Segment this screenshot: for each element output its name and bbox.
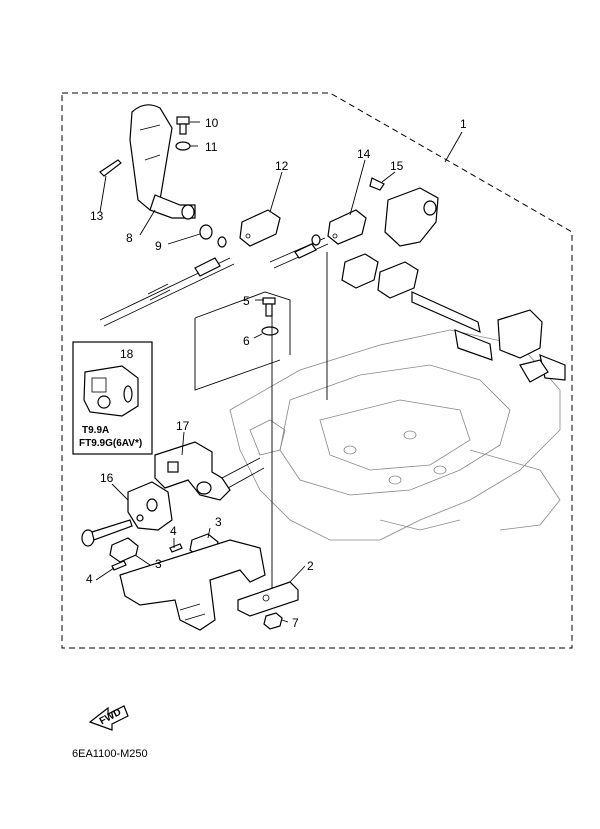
plate-2 (237, 581, 299, 617)
callout-3: 3 (155, 557, 162, 571)
bracket-17 (154, 441, 265, 501)
callout-7: 7 (292, 616, 299, 630)
callout-numbers: 1 2 3 3 4 4 5 6 7 8 9 10 11 12 13 14 15 … (86, 116, 467, 630)
lower-bracket (119, 539, 266, 631)
grommet-18 (83, 365, 139, 417)
clamp-3-left (109, 537, 139, 563)
diagram-code: 6EA1100-M250 (72, 748, 148, 760)
pin-4-lower (111, 560, 127, 571)
inset-model-line2: FT9.9G(6AV*) (79, 438, 142, 449)
callout-1: 1 (460, 117, 467, 131)
plate-16 (127, 481, 173, 531)
callout-4: 4 (86, 572, 93, 586)
joint-12 (217, 209, 281, 248)
leader-lines (95, 121, 463, 623)
control-lever (129, 104, 196, 220)
shift-arm-assembly (341, 187, 566, 383)
callout-14: 14 (357, 147, 371, 161)
pin-4-upper (169, 543, 183, 553)
clip-15 (369, 177, 385, 191)
nut-7 (263, 612, 283, 630)
callout-11: 11 (205, 140, 218, 154)
inset-box: 18 T9.9A FT9.9G(6AV*) (72, 341, 153, 455)
assembly-boundary (61, 92, 573, 649)
callout-8: 8 (126, 231, 133, 245)
fwd-arrow-icon: FWD (88, 705, 129, 731)
callout-4: 4 (170, 524, 177, 538)
callout-17: 17 (176, 419, 190, 433)
callout-10: 10 (205, 116, 219, 130)
callout-12: 12 (275, 159, 289, 173)
o-ring-9 (199, 224, 213, 240)
callout-16: 16 (100, 471, 114, 485)
callout-13: 13 (90, 209, 104, 223)
pin-13 (99, 159, 122, 177)
screw (81, 519, 133, 547)
bolt-5 (262, 297, 276, 317)
callout-5: 5 (243, 294, 250, 308)
washer-6 (261, 326, 279, 336)
callout-6: 6 (243, 334, 250, 348)
joint-14 (311, 209, 367, 246)
callout-2: 2 (307, 559, 314, 573)
inset-model-line1: T9.9A (82, 425, 109, 436)
callout-9: 9 (155, 239, 162, 253)
bolt-10 (176, 116, 190, 135)
throttle-cable (99, 257, 235, 327)
callout-15: 15 (390, 159, 404, 173)
washer-11 (175, 141, 191, 151)
callout-3: 3 (215, 515, 222, 529)
callout-18: 18 (120, 347, 134, 361)
engine-housing-outline (229, 329, 561, 541)
